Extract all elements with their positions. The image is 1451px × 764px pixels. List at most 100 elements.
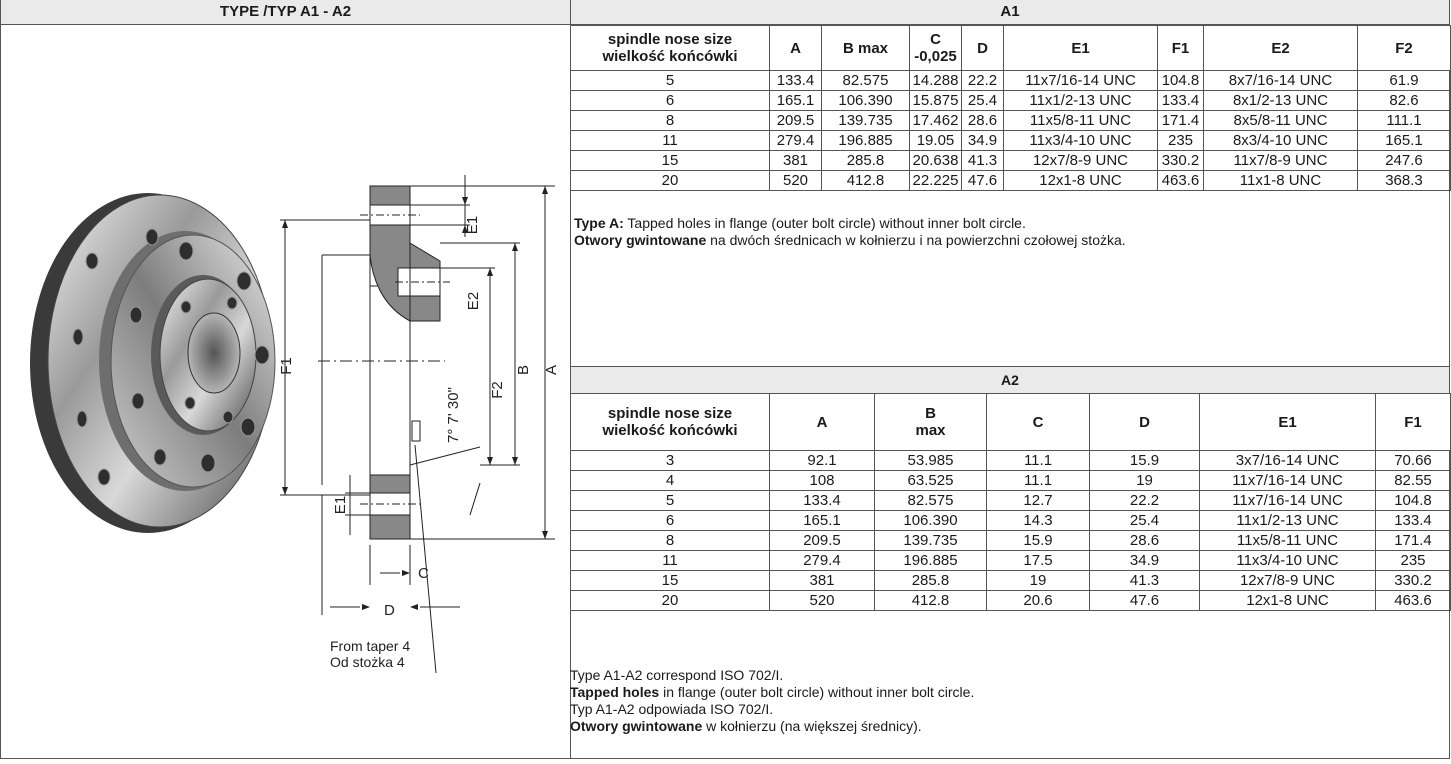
a2-cell: 92.1 <box>769 450 875 471</box>
a2-cell: 106.390 <box>874 510 987 531</box>
a2-header-cell: A <box>769 393 875 451</box>
a2-cell: 196.885 <box>874 550 987 571</box>
a1-cell: 8x3/4-10 UNC <box>1203 130 1358 151</box>
a2-cell: 15 <box>570 570 770 591</box>
flange-photo <box>30 193 276 533</box>
a2-cell: 11.1 <box>986 450 1090 471</box>
a1-cell: 196.885 <box>821 130 910 151</box>
a1-cell: 82.6 <box>1357 90 1451 111</box>
a1-cell: 82.575 <box>821 70 910 91</box>
a2-cell: 20 <box>570 590 770 611</box>
a2-cell: 3x7/16-14 UNC <box>1199 450 1376 471</box>
a2-note-line-3: Typ A1-A2 odpowiada ISO 702/I. <box>570 701 774 717</box>
a1-header-cell: E2 <box>1203 25 1358 71</box>
a1-cell: 12x1-8 UNC <box>1003 170 1158 191</box>
a1-cell: 8 <box>570 110 770 131</box>
a2-note-bold-4: Otwory gwintowane <box>570 718 703 734</box>
a2-cell: 53.985 <box>874 450 987 471</box>
dim-e2: E2 <box>465 292 482 310</box>
a2-note: Type A1-A2 correspond ISO 702/I. Tapped … <box>570 667 1445 735</box>
a1-cell: 15 <box>570 150 770 171</box>
a2-cell: 209.5 <box>769 530 875 551</box>
a2-cell: 11x7/16-14 UNC <box>1199 470 1376 491</box>
a1-cell: 19.05 <box>909 130 962 151</box>
a2-note-bold-2: Tapped holes <box>570 684 660 700</box>
a2-cell: 11x3/4-10 UNC <box>1199 550 1376 571</box>
column-divider <box>570 0 571 759</box>
a1-header-cell: B max <box>821 25 910 71</box>
a1-header-cell: F2 <box>1357 25 1451 71</box>
a2-cell: 25.4 <box>1089 510 1200 531</box>
a2-cell: 28.6 <box>1089 530 1200 551</box>
a1-header-cell: spindle nose size wielkość końcówki <box>570 25 770 71</box>
a1-cell: 22.225 <box>909 170 962 191</box>
a2-cell: 12x7/8-9 UNC <box>1199 570 1376 591</box>
a2-cell: 133.4 <box>769 490 875 511</box>
a1-cell: 11x7/16-14 UNC <box>1003 70 1158 91</box>
dim-b: B <box>515 365 532 375</box>
a1-cell: 11x3/4-10 UNC <box>1003 130 1158 151</box>
a1-cell: 133.4 <box>769 70 822 91</box>
a1-cell: 11x5/8-11 UNC <box>1003 110 1158 131</box>
a2-cell: 82.55 <box>1375 470 1451 491</box>
a1-cell: 20.638 <box>909 150 962 171</box>
dimension-labels: F1 E1 E2 F2 B A 7° 7' 30" E1 C D From ta… <box>278 216 560 670</box>
dim-c: C <box>418 565 429 582</box>
a2-cell: 82.575 <box>874 490 987 511</box>
taper-note-pl: Od stożka 4 <box>330 654 405 670</box>
a1-cell: 17.462 <box>909 110 962 131</box>
a2-header-cell: F1 <box>1375 393 1451 451</box>
a1-cell: 12x7/8-9 UNC <box>1003 150 1158 171</box>
a2-cell: 15.9 <box>1089 450 1200 471</box>
a2-cell: 70.66 <box>1375 450 1451 471</box>
a2-cell: 19 <box>1089 470 1200 491</box>
a1-cell: 209.5 <box>769 110 822 131</box>
a2-cell: 235 <box>1375 550 1451 571</box>
a1-cell: 15.875 <box>909 90 962 111</box>
dim-e1-top: E1 <box>464 216 481 234</box>
a1-cell: 165.1 <box>1357 130 1451 151</box>
a1-cell: 133.4 <box>1157 90 1204 111</box>
a2-header-cell: B max <box>874 393 987 451</box>
a1-cell: 11x1/2-13 UNC <box>1003 90 1158 111</box>
a1-cell: 8x1/2-13 UNC <box>1203 90 1358 111</box>
a1-cell: 28.6 <box>961 110 1004 131</box>
dim-angle: 7° 7' 30" <box>445 387 462 443</box>
a2-header-cell: D <box>1089 393 1200 451</box>
a2-cell: 108 <box>769 470 875 491</box>
a1-note-text-1: Tapped holes in flange (outer bolt circl… <box>623 215 1026 231</box>
a1-header-cell: C -0,025 <box>909 25 962 71</box>
a2-note-line-1: Type A1-A2 correspond ISO 702/I. <box>570 667 784 683</box>
a2-cell: 520 <box>769 590 875 611</box>
a2-cell: 104.8 <box>1375 490 1451 511</box>
a2-cell: 139.735 <box>874 530 987 551</box>
a1-cell: 22.2 <box>961 70 1004 91</box>
a2-header-cell: C <box>986 393 1090 451</box>
a2-cell: 330.2 <box>1375 570 1451 591</box>
a2-note-text-4: w kołnierzu (na większej średnicy). <box>702 718 922 734</box>
a2-cell: 11 <box>570 550 770 571</box>
a1-cell: 381 <box>769 150 822 171</box>
a2-note-text-2: in flange (outer bolt circle) without in… <box>659 684 975 700</box>
a2-cell: 11x5/8-11 UNC <box>1199 530 1376 551</box>
a2-cell: 34.9 <box>1089 550 1200 571</box>
dim-f2: F2 <box>489 381 506 399</box>
a1-note-bold-1: Type A: <box>574 215 624 231</box>
a2-cell: 5 <box>570 490 770 511</box>
a2-cell: 4 <box>570 470 770 491</box>
